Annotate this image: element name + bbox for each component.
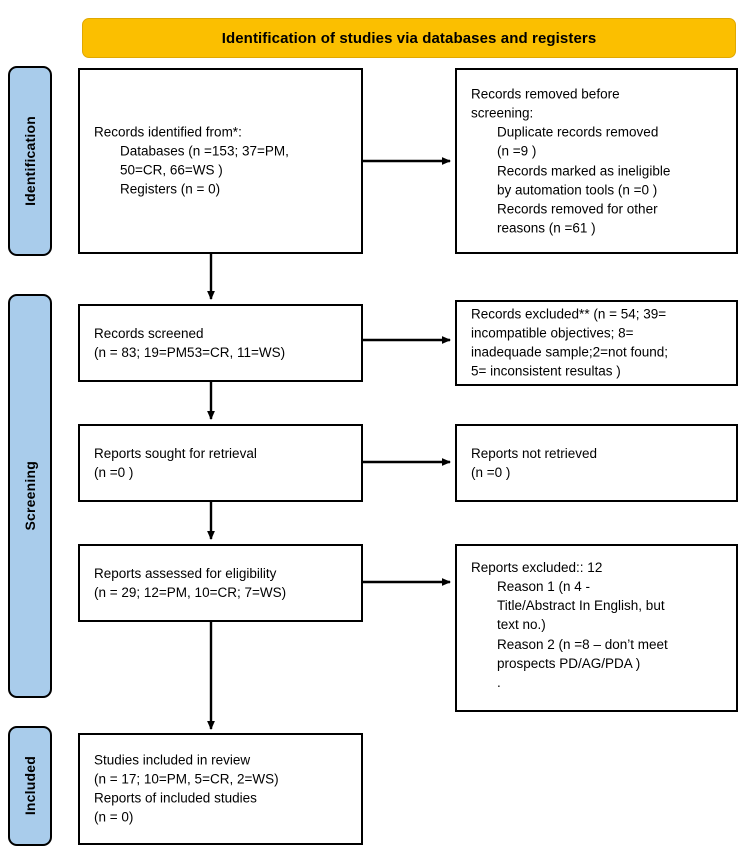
text-line: prospects PD/AG/PDA ) [497,655,641,671]
text-line: Title/Abstract In English, but [497,598,665,614]
text-fragment: : [529,105,534,121]
diagram-title: Identification of studies via databases … [221,29,597,47]
text-line: (n = 17; 10=PM, 5=CR, 2=WS) [94,771,279,787]
records-removed-text: Records removed before screening: Duplic… [471,84,728,237]
reports-not-retrieved-box: Reports not retrieved (n =0 ) [455,424,738,502]
records-removed-box: Records removed before screening: Duplic… [455,68,738,254]
studies-included-box: Studies included in review (n = 17; 10=P… [78,733,363,845]
text-line: (n = 0) [94,810,134,826]
stage-label-identification: Identification [22,116,38,206]
text-line: Records screened [94,325,204,341]
text-line: Records removed before [471,84,728,103]
text-line: incompatible objectives; 8= [471,325,634,341]
text-line: text no.) [497,617,546,633]
text-line: (n =0 ) [94,465,134,480]
text-line: . [497,674,501,690]
records-excluded-text: Records excluded** (n = 54; 39= incompat… [471,305,728,382]
text-line: (n = 83; 19=PM53=CR, 11=WS) [94,345,286,360]
studies-included-text: Studies included in review (n = 17; 10=P… [94,751,353,828]
text-line: Reports not retrieved [471,445,598,461]
reports-sought-text: Reports sought for retrieval (n =0 ) [94,444,353,482]
text-line: Reason 1 (n 4 - [497,579,591,595]
text-line: Records marked as ineligible [497,163,671,178]
text-line: 5= inconsistent resultas ) [471,364,621,380]
reports-excluded-text: Reports excluded:: 12 Reason 1 (n 4 - Ti… [471,558,728,692]
reports-sought-box: Reports sought for retrieval (n =0 ) [78,424,363,502]
text-line: reasons (n =61 ) [497,220,596,236]
text-line: 50=CR, 66=WS ) [120,163,223,178]
reports-not-retrieved-text: Reports not retrieved (n =0 ) [471,444,728,482]
text-line: Reason 2 (n =8 – don’t meet [497,636,668,652]
text-fragment: Records removed [471,86,582,102]
text-fragment-italic: screening [471,105,530,121]
records-identified-text: Records identified from*: Databases (n =… [94,123,353,200]
text-line: Reports sought for retrieval [94,445,257,461]
records-identified-box: Records identified from*: Databases (n =… [78,68,363,254]
text-line: Records removed for other [497,201,658,217]
text-line: by automation tools (n =0 ) [497,182,658,198]
text-line: Reports assessed for eligibility [94,565,277,581]
text-line: Databases (n =153; 37=PM, [120,143,289,159]
text-line: Reports of included studies [94,791,257,806]
records-screened-text: Records screened (n = 83; 19=PM53=CR, 11… [94,324,353,362]
reports-assessed-text: Reports assessed for eligibility (n = 29… [94,564,353,602]
stage-sidebar-screening: Screening [8,294,52,698]
records-screened-box: Records screened (n = 83; 19=PM53=CR, 11… [78,304,363,382]
text-line: screening: [471,104,728,123]
stage-label-included: Included [22,756,38,816]
text-line: Reports excluded:: 12 [471,560,603,575]
text-line: Registers (n = 0) [120,182,221,198]
reports-excluded-box: Reports excluded:: 12 Reason 1 (n 4 - Ti… [455,544,738,712]
text-line: Duplicate records removed [497,124,659,140]
text-line: inadequade sample;2=not found; [471,345,669,360]
text-line: Studies included in review [94,752,251,768]
text-line: Records identified from*: [94,124,242,140]
diagram-header-banner: Identification of studies via databases … [82,18,736,58]
text-line: (n =9 ) [497,143,537,159]
text-line: (n =0 ) [471,465,511,480]
records-excluded-box: Records excluded** (n = 54; 39= incompat… [455,300,738,386]
text-fragment-italic: before [581,86,620,102]
stage-label-screening: Screening [22,461,38,531]
stage-sidebar-identification: Identification [8,66,52,256]
text-line: (n = 29; 12=PM, 10=CR; 7=WS) [94,585,287,600]
reports-assessed-box: Reports assessed for eligibility (n = 29… [78,544,363,622]
stage-sidebar-included: Included [8,726,52,846]
text-line: Records excluded** (n = 54; 39= [471,306,667,322]
